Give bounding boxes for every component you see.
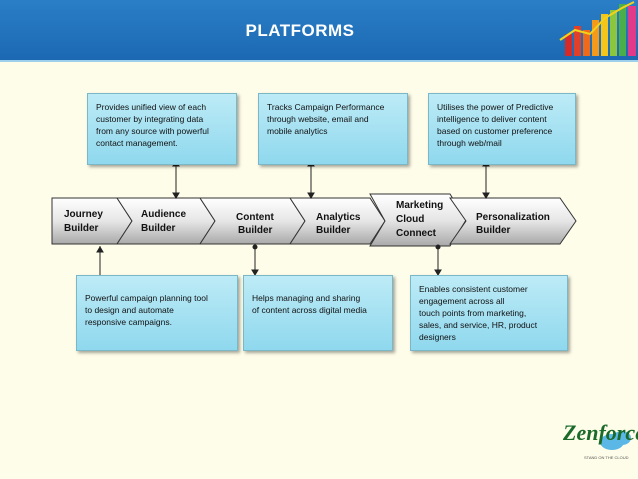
- stage-journey-builder: [51, 197, 133, 245]
- note-text-analytics: Tracks Campaign Performance through webs…: [267, 102, 385, 136]
- bar-chart-icon: [559, 1, 636, 56]
- stage-label-content-2: Builder: [238, 225, 273, 236]
- stage-label-marketing-3: Connect: [396, 228, 437, 239]
- note-text-journey: Powerful campaign planning tool to desig…: [85, 293, 208, 327]
- header-bar: PLATFORMS: [0, 0, 638, 62]
- page-title: PLATFORMS: [245, 21, 355, 40]
- logo-tagline: STAND ON THE CLOUD: [584, 455, 629, 460]
- stage-label-audience-2: Builder: [141, 223, 176, 234]
- stage-label-analytics-2: Builder: [316, 225, 351, 236]
- stage-marketing-cloud-connect: [369, 193, 467, 247]
- stage-label-journey-2: Builder: [64, 223, 99, 234]
- stage-label-content-1: Content: [236, 212, 274, 223]
- stage-label-audience-1: Audience: [141, 209, 186, 220]
- note-text-audience: Provides unified view of each customer b…: [96, 102, 209, 148]
- note-journey-builder: Powerful campaign planning tool to desig…: [76, 275, 238, 351]
- logo-wordmark: Zenforce: [563, 420, 638, 445]
- stage-label-marketing-1: Marketing: [396, 200, 443, 211]
- stage-label-personalization-1: Personalization: [476, 212, 550, 223]
- note-text-marketing: Enables consistent customer engagement a…: [419, 284, 538, 342]
- note-personalization-builder: Utilises the power of Predictive intelli…: [428, 93, 576, 165]
- note-audience-builder: Provides unified view of each customer b…: [87, 93, 237, 165]
- note-text-content: Helps managing and sharing of content ac…: [252, 293, 367, 315]
- stage-label-journey-1: Journey: [64, 209, 103, 220]
- stage-label-analytics-1: Analytics: [316, 212, 361, 223]
- note-content-builder: Helps managing and sharing of content ac…: [243, 275, 393, 351]
- note-marketing-cloud-connect: Enables consistent customer engagement a…: [410, 275, 568, 351]
- stage-label-personalization-2: Builder: [476, 225, 511, 236]
- note-analytics-builder: Tracks Campaign Performance through webs…: [258, 93, 408, 165]
- cloud-icon: [600, 431, 631, 450]
- stage-personalization-builder: [449, 197, 577, 245]
- stage-label-marketing-2: Cloud: [396, 214, 424, 225]
- stage-analytics-builder: [289, 197, 386, 245]
- note-text-personalization: Utilises the power of Predictive intelli…: [437, 102, 554, 148]
- process-flow: Journey Builder Audience Builder Content…: [51, 193, 577, 247]
- stage-audience-builder: [116, 197, 216, 245]
